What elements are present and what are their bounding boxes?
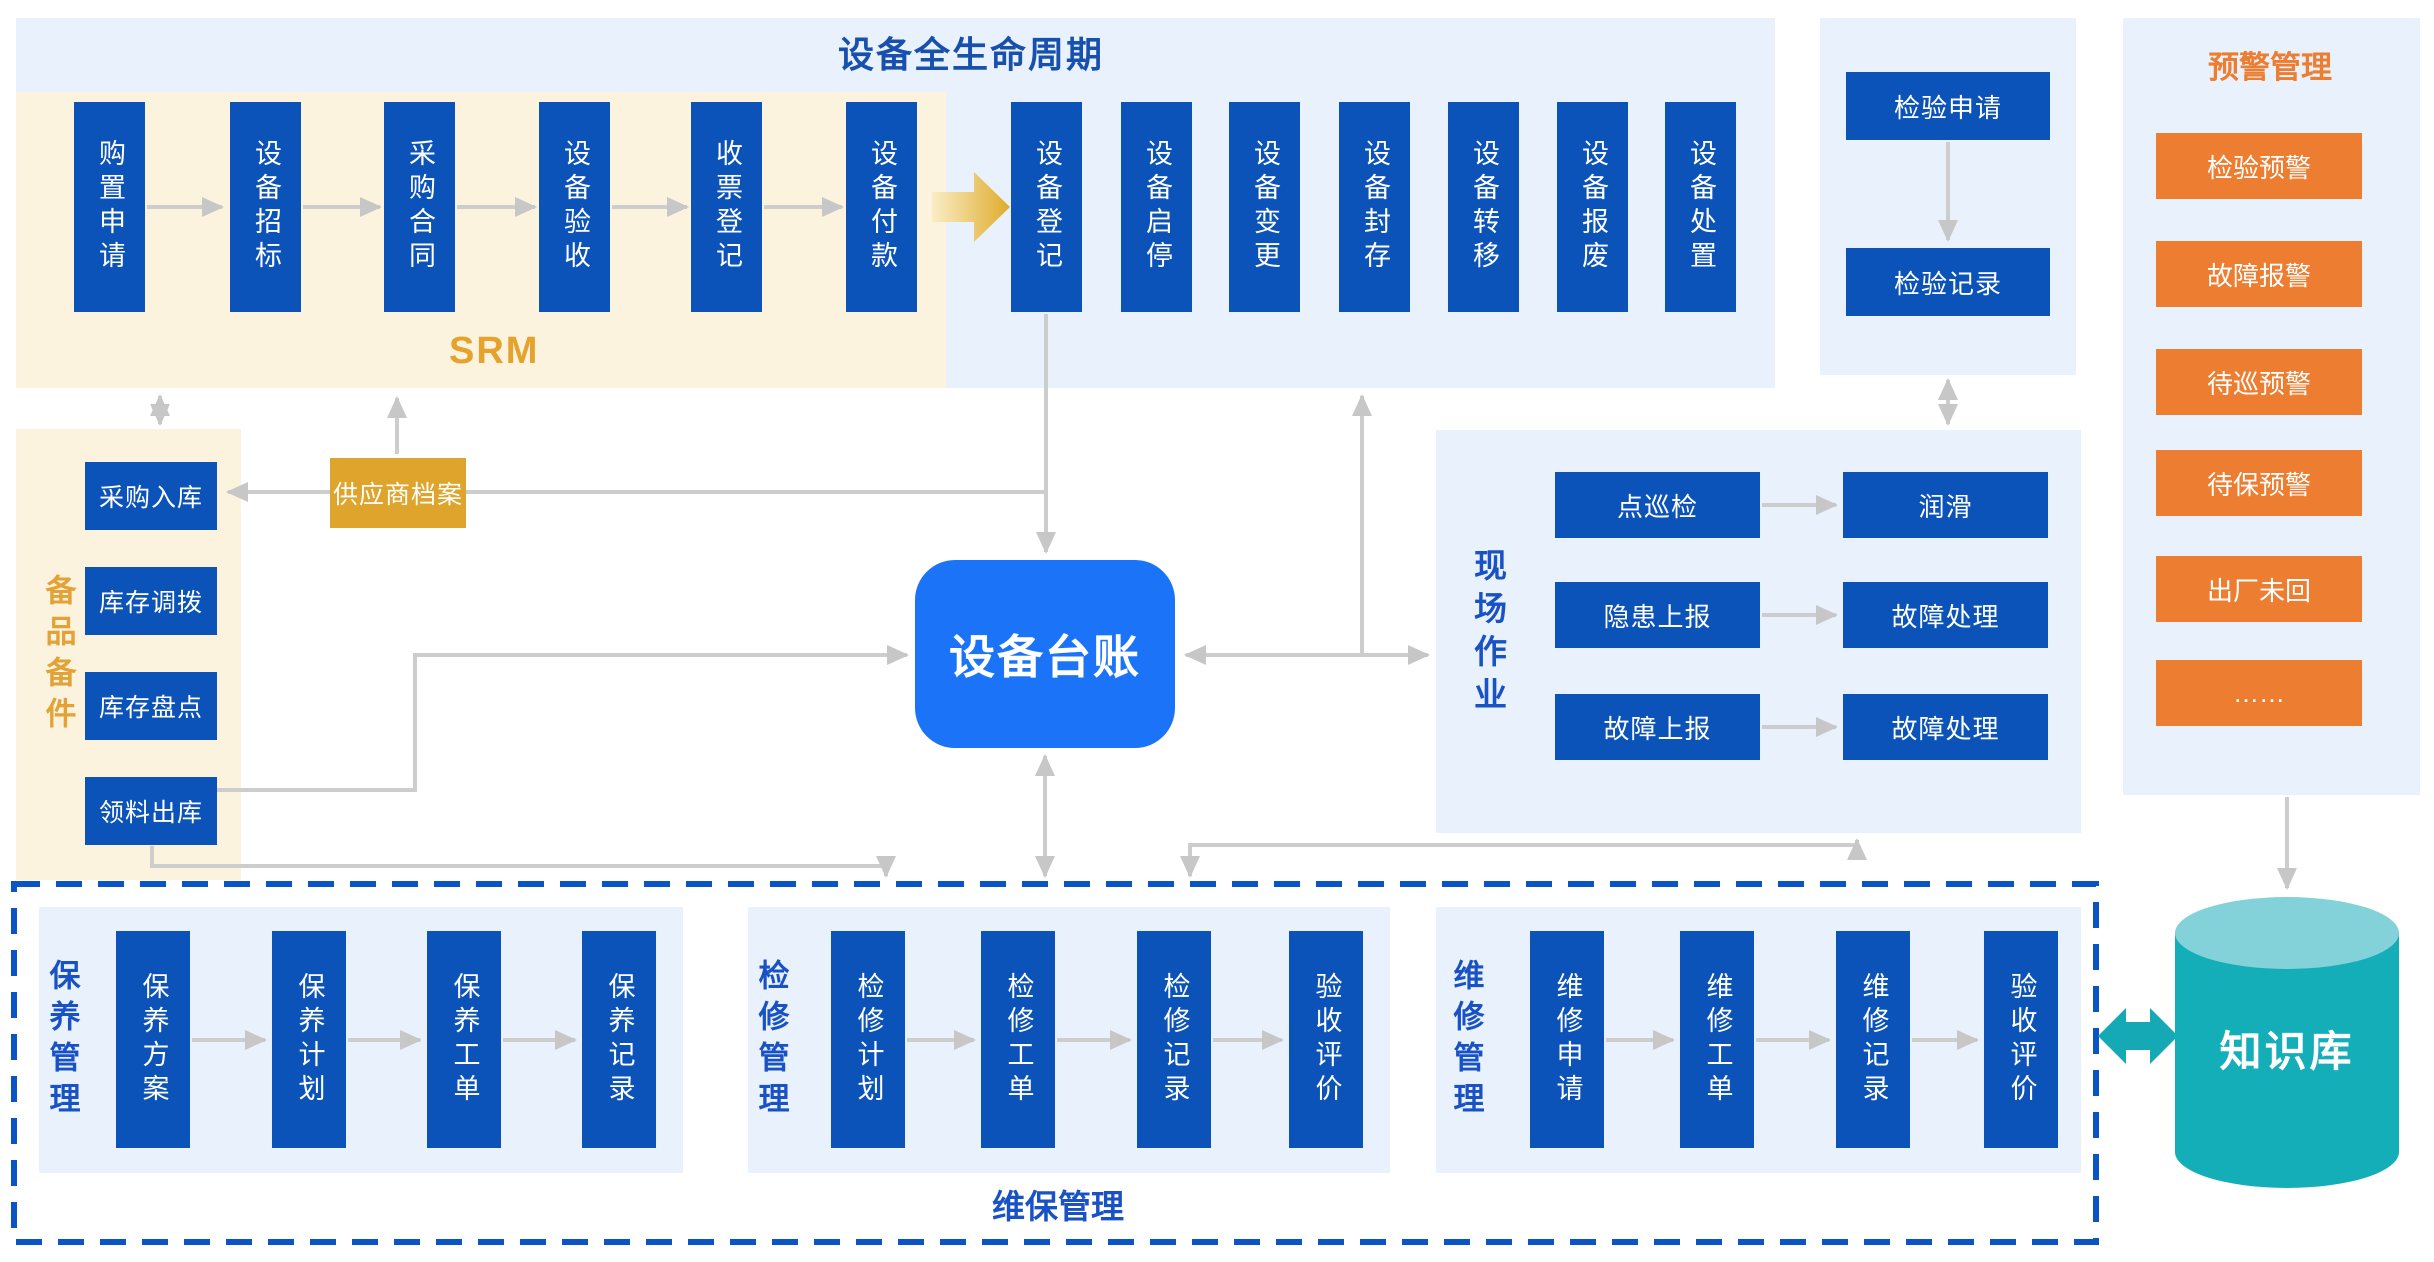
flow-node: 保养方案 bbox=[116, 931, 190, 1148]
flow-node: 检修计划 bbox=[831, 931, 905, 1148]
flow-node: 隐患上报 bbox=[1555, 582, 1760, 648]
flow-node: 收票登记 bbox=[691, 102, 762, 312]
flow-node: 维修记录 bbox=[1836, 931, 1910, 1148]
flow-node: 检修记录 bbox=[1137, 931, 1211, 1148]
flow-node: 检验申请 bbox=[1846, 72, 2050, 140]
overhaul-label: 检修管理 bbox=[753, 959, 789, 1123]
flow-node: 设备启停 bbox=[1121, 102, 1192, 312]
knowledge-cylinder bbox=[2175, 897, 2399, 1188]
warning-item: 出厂未回 bbox=[2156, 556, 2362, 622]
flow-node: 验收评价 bbox=[1289, 931, 1363, 1148]
gold-flow-arrow bbox=[932, 172, 1010, 242]
lifecycle-title: 设备全生命周期 bbox=[838, 34, 1105, 75]
warning-item: 检验预警 bbox=[2156, 133, 2362, 199]
warning-item: 待巡预警 bbox=[2156, 349, 2362, 415]
flow-node: 故障处理 bbox=[1843, 582, 2048, 648]
flow-node: 设备封存 bbox=[1339, 102, 1410, 312]
flow-node: 设备报废 bbox=[1557, 102, 1628, 312]
flow-node: 设备招标 bbox=[230, 102, 301, 312]
supplier-archive-node: 供应商档案 bbox=[330, 458, 466, 528]
flow-node: 故障上报 bbox=[1555, 694, 1760, 760]
flow-node: 库存盘点 bbox=[85, 672, 217, 740]
field-work-label: 现场作业 bbox=[1469, 548, 1507, 720]
flow-node: 设备变更 bbox=[1229, 102, 1300, 312]
maintenance-container-label: 维保管理 bbox=[992, 1188, 1124, 1225]
upkeep-label: 保养管理 bbox=[44, 959, 80, 1123]
flow-node: 保养记录 bbox=[582, 931, 656, 1148]
flow-node: 故障处理 bbox=[1843, 694, 2048, 760]
srm-label: SRM bbox=[449, 330, 540, 372]
repair-label: 维修管理 bbox=[1448, 959, 1484, 1123]
spares-label: 备品备件 bbox=[40, 573, 76, 738]
flow-node: 维修工单 bbox=[1680, 931, 1754, 1148]
flow-node: 购置申请 bbox=[74, 102, 145, 312]
ledger-node: 设备台账 bbox=[915, 560, 1175, 748]
flow-node: 采购入库 bbox=[85, 462, 217, 530]
flow-node: 设备登记 bbox=[1011, 102, 1082, 312]
flow-node: 库存调拨 bbox=[85, 567, 217, 635]
flow-node: 检验记录 bbox=[1846, 248, 2050, 316]
flow-node: 保养计划 bbox=[272, 931, 346, 1148]
flow-node: 采购合同 bbox=[384, 102, 455, 312]
warning-item: …… bbox=[2156, 660, 2362, 726]
flow-node: 领料出库 bbox=[85, 777, 217, 845]
flow-node: 设备处置 bbox=[1665, 102, 1736, 312]
knowledge-double-arrow bbox=[2098, 1008, 2178, 1064]
flow-node: 维修申请 bbox=[1530, 931, 1604, 1148]
flow-node: 验收评价 bbox=[1984, 931, 2058, 1148]
flow-node: 润滑 bbox=[1843, 472, 2048, 538]
flow-node: 检修工单 bbox=[981, 931, 1055, 1148]
warning-item: 故障报警 bbox=[2156, 241, 2362, 307]
flow-node: 设备付款 bbox=[846, 102, 917, 312]
flow-node: 点巡检 bbox=[1555, 472, 1760, 538]
srm-panel bbox=[16, 92, 946, 388]
flow-node: 保养工单 bbox=[427, 931, 501, 1148]
flow-node: 设备验收 bbox=[539, 102, 610, 312]
warning-item: 待保预警 bbox=[2156, 450, 2362, 516]
knowledge-base-label: 知识库 bbox=[2219, 1028, 2355, 1075]
flow-node: 设备转移 bbox=[1448, 102, 1519, 312]
warning-title: 预警管理 bbox=[2208, 50, 2332, 85]
